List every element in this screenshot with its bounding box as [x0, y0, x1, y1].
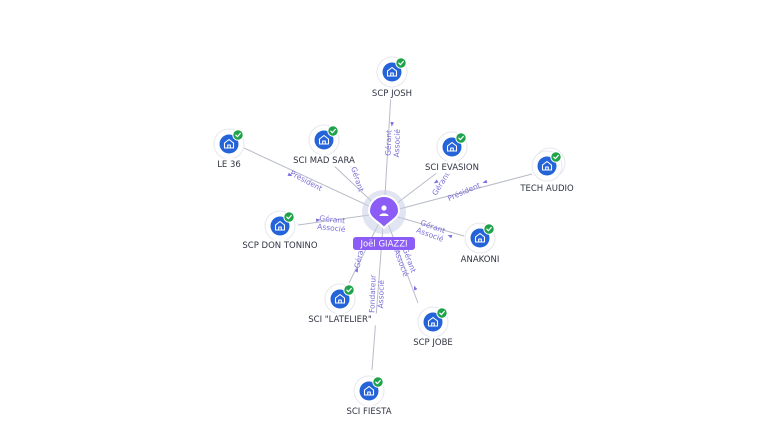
company-name-le-36[interactable]: LE 36	[217, 160, 241, 170]
company-node-sci-latelier[interactable]	[324, 283, 356, 315]
company-node-sci-evasion[interactable]	[436, 131, 468, 163]
company-node-sci-fiesta[interactable]	[353, 375, 385, 407]
company-badge	[330, 289, 350, 309]
building-icon	[474, 232, 486, 243]
company-node-sci-mad-sara[interactable]	[308, 124, 340, 156]
check-badge-icon	[327, 125, 339, 137]
edge-arrow-anakoni	[447, 234, 453, 239]
company-badge	[537, 156, 557, 176]
role-text: Fondateur	[367, 274, 377, 313]
edge-role-label-tech-audio: Président	[446, 180, 482, 202]
role-text: Gérant	[319, 214, 346, 226]
building-icon	[274, 220, 286, 231]
company-label-bg	[211, 158, 247, 171]
building-icon	[446, 141, 458, 152]
building-icon	[363, 385, 375, 396]
company-badge	[219, 134, 239, 154]
role-text: Gérant	[349, 166, 366, 193]
edge-arrow-sci-latelier	[354, 267, 359, 273]
company-badge	[423, 312, 443, 332]
company-label-bg	[236, 239, 324, 252]
company-name-sci-fiesta[interactable]: SCI FIESTA	[346, 407, 391, 417]
check-badge-icon	[283, 211, 295, 223]
company-name-sci-mad-sara[interactable]: SCI MAD SARA	[293, 156, 355, 166]
edge-arrow-scp-josh	[390, 121, 394, 127]
person-name[interactable]: Joël GIAZZI	[359, 240, 407, 250]
person-name-tag[interactable]	[353, 237, 415, 250]
check-badge-icon	[455, 132, 467, 144]
company-name-anakoni[interactable]: ANAKONI	[461, 255, 500, 265]
company-node-scp-josh[interactable]	[376, 56, 408, 88]
company-label-bg	[296, 313, 384, 326]
company-label-bg	[286, 154, 362, 167]
company-node-le-36[interactable]	[213, 128, 245, 160]
check-badge-icon	[395, 57, 407, 69]
company-badge	[382, 62, 402, 82]
company-badge	[470, 228, 490, 248]
company-name-scp-jobe[interactable]: SCP JOBE	[413, 338, 453, 348]
company-name-sci-evasion[interactable]: SCI EVASION	[425, 163, 479, 173]
nodes-layer: SCP JOSH LE 36 SCI MAD SARA SCI EVASION TECH…	[211, 56, 579, 418]
company-node-anakoni[interactable]	[464, 222, 496, 254]
center-person-node[interactable]: Joël GIAZZI	[353, 190, 415, 250]
building-icon	[386, 66, 398, 77]
company-badge	[442, 137, 462, 157]
company-name-scp-josh[interactable]: SCP JOSH	[372, 89, 412, 99]
role-text: Associé	[376, 279, 386, 308]
company-badge	[314, 130, 334, 150]
check-badge-icon	[343, 284, 355, 296]
edge-le-36	[243, 147, 385, 214]
role-text: Associé	[392, 128, 402, 157]
edge-arrow-scp-jobe	[414, 285, 418, 291]
edge-arrow-le-36	[287, 172, 293, 176]
check-badge-icon	[483, 223, 495, 235]
check-badge-icon	[436, 307, 448, 319]
company-label-bg	[417, 161, 487, 174]
company-node-scp-jobe[interactable]	[417, 306, 449, 338]
edge-arrow-scp-don-tonino	[315, 218, 321, 222]
building-icon	[334, 293, 346, 304]
company-label-bg	[365, 87, 419, 100]
check-badge-icon	[232, 129, 244, 141]
edge-arrow-sci-evasion	[433, 179, 439, 184]
role-text: Président	[446, 180, 482, 202]
company-badge	[359, 381, 379, 401]
edge-tech-audio	[383, 173, 533, 214]
check-badge-icon	[550, 151, 562, 163]
edge-role-label-le-36: Président	[289, 169, 324, 193]
company-label-bg	[456, 253, 504, 266]
role-text: Associé	[317, 222, 347, 234]
company-node-scp-don-tonino[interactable]	[264, 210, 296, 242]
company-name-sci-latelier[interactable]: SCI "LATELIER"	[308, 315, 372, 325]
company-name-tech-audio[interactable]: TECH AUDIO	[519, 184, 574, 194]
company-label-bg	[515, 182, 579, 195]
company-label-bg	[406, 336, 460, 349]
building-icon	[223, 138, 235, 149]
building-icon	[541, 160, 553, 171]
person-pin[interactable]	[367, 195, 401, 230]
edge-arrow-tech-audio	[482, 179, 488, 184]
building-icon	[427, 316, 439, 327]
check-badge-icon	[372, 376, 384, 388]
role-text: Président	[289, 169, 324, 193]
company-node-tech-audio[interactable]	[531, 147, 566, 182]
company-name-scp-don-tonino[interactable]: SCP DON TONINO	[242, 241, 318, 251]
person-icon	[379, 205, 389, 216]
company-badge	[270, 216, 290, 236]
building-icon	[318, 134, 330, 145]
edge-role-label-sci-mad-sara: Gérant	[349, 166, 366, 193]
role-text: Gérant	[384, 130, 394, 156]
company-label-bg	[337, 405, 401, 418]
